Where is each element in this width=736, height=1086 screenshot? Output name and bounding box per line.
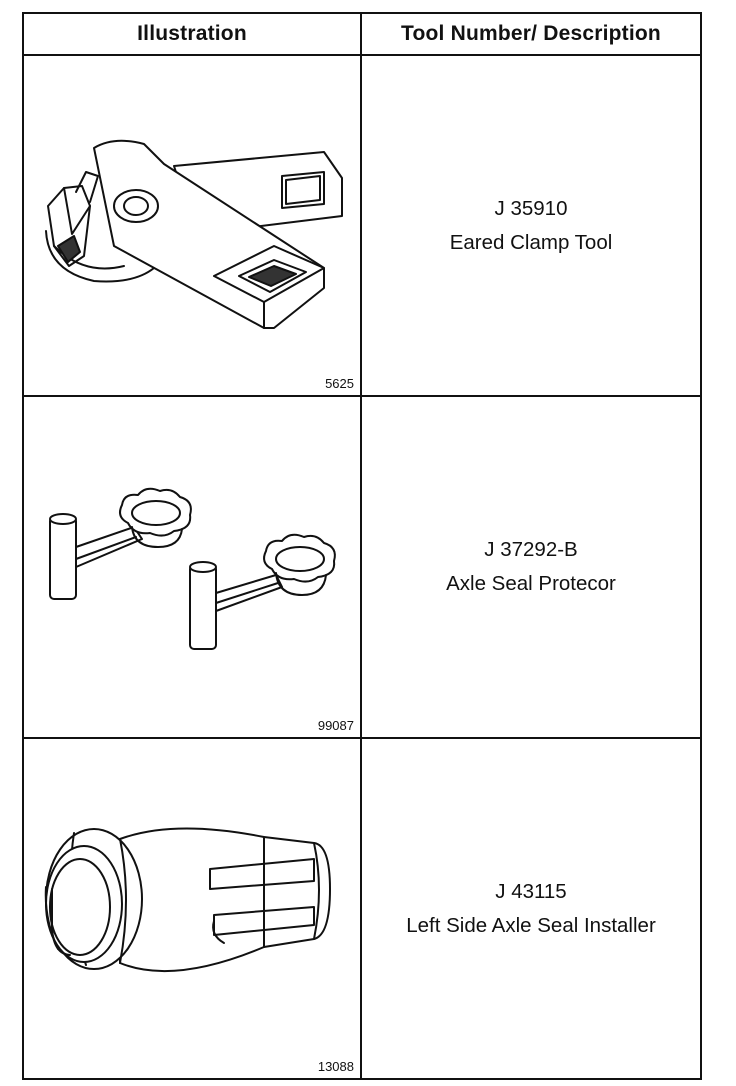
description-cell: J 35910 Eared Clamp Tool	[362, 56, 700, 395]
table-row: 99087 J 37292-B Axle Seal Protecor	[24, 397, 700, 737]
header-divider	[24, 54, 700, 56]
figure-number: 13088	[317, 1059, 354, 1074]
row-divider	[24, 395, 700, 397]
tool-number: J 43115	[495, 879, 567, 903]
tool-description: Axle Seal Protecor	[446, 572, 616, 595]
illustration-cell: 99087	[24, 397, 360, 737]
figure-number: 99087	[317, 718, 354, 733]
column-divider	[360, 14, 362, 1078]
row-divider	[24, 737, 700, 739]
tool-number: J 37292-B	[484, 538, 578, 561]
header-description: Tool Number/ Description	[401, 22, 661, 45]
description-cell: J 43115 Left Side Axle Seal Installer	[362, 739, 700, 1078]
figure-number: 5625	[325, 376, 354, 391]
tool-table: Illustration Tool Number/ Description	[22, 12, 702, 1080]
table-row: 13088 J 43115 Left Side Axle Seal Instal…	[24, 739, 700, 1078]
axle-seal-installer-icon	[24, 739, 360, 1078]
tool-number: J 35910	[494, 196, 568, 220]
tool-description: Eared Clamp Tool	[449, 230, 613, 254]
tool-description: Left Side Axle Seal Installer	[406, 913, 656, 937]
table-row: 5625 J 35910 Eared Clamp Tool	[24, 56, 700, 395]
eared-clamp-tool-icon	[24, 56, 360, 395]
axle-seal-protector-icon	[24, 397, 360, 737]
illustration-cell: 13088	[24, 739, 360, 1078]
illustration-cell: 5625	[24, 56, 360, 395]
description-cell: J 37292-B Axle Seal Protecor	[362, 397, 700, 737]
header-illustration: Illustration	[137, 22, 247, 45]
